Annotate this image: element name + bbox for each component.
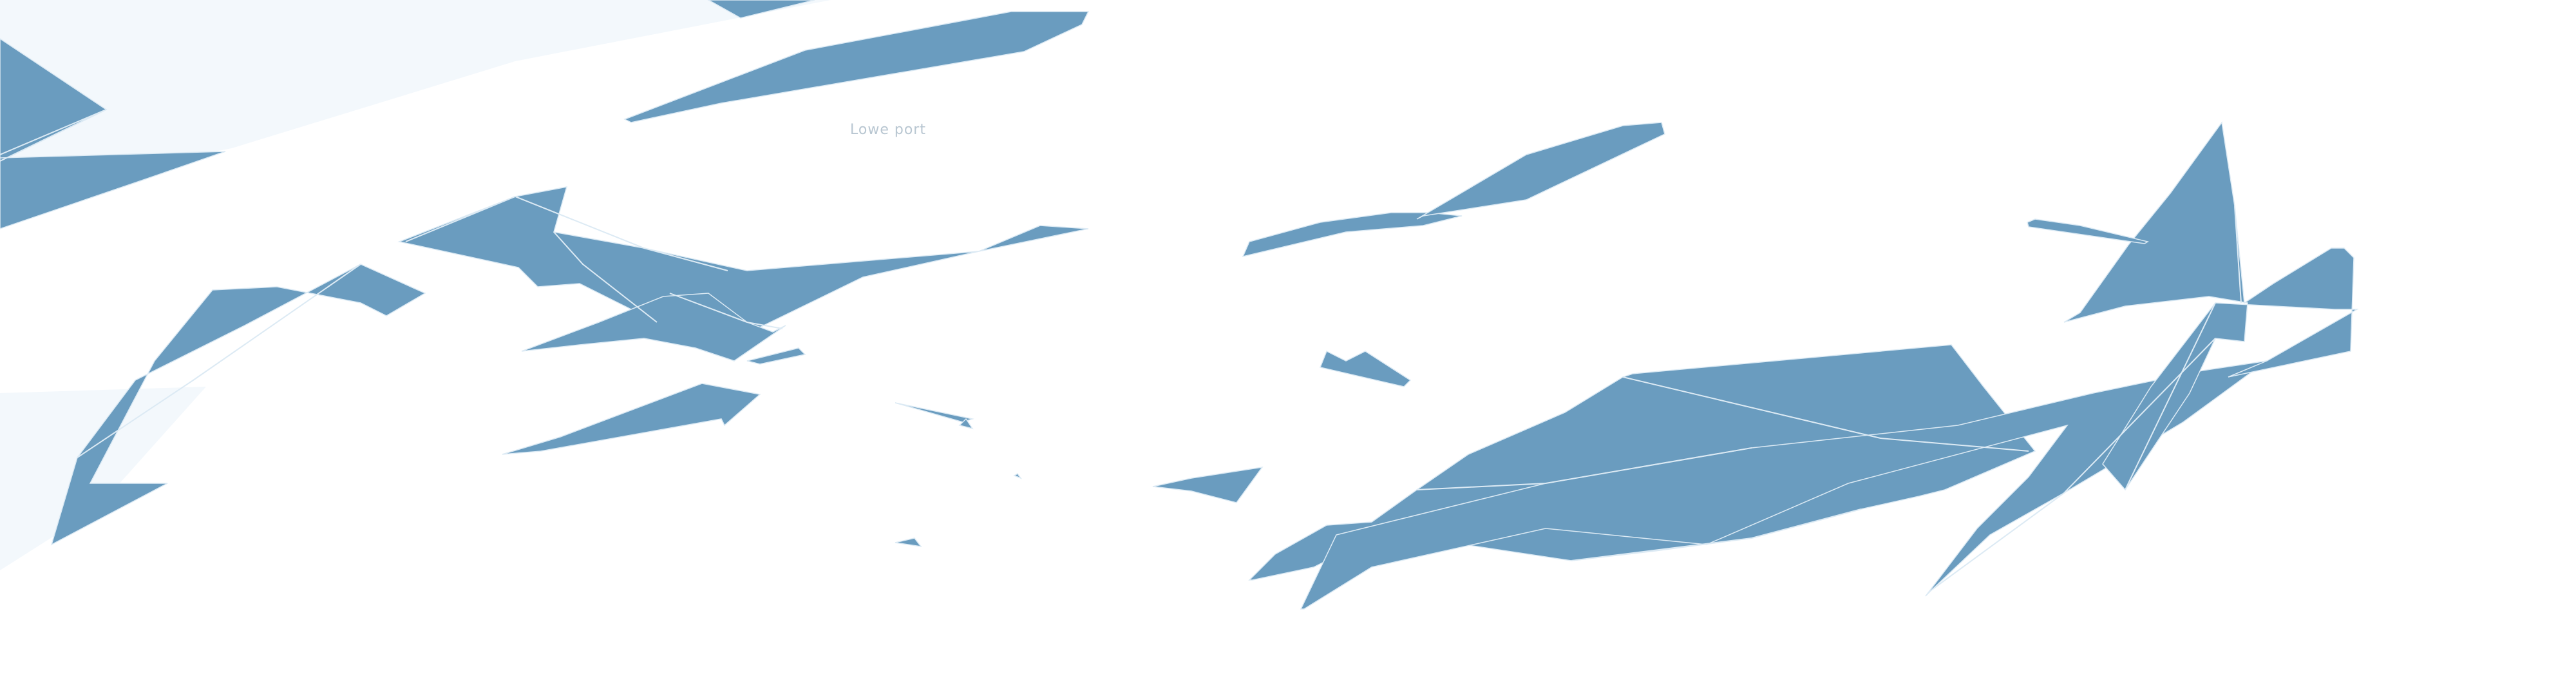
route-line (2234, 206, 2242, 304)
route-line (1571, 508, 1862, 561)
land-fragment[interactable] (502, 383, 761, 455)
land-fragment[interactable] (623, 11, 1090, 123)
land-fragment[interactable] (895, 402, 974, 423)
route-line (2125, 302, 2216, 490)
land-fragment[interactable] (958, 418, 974, 430)
water-area-left-lower (0, 387, 206, 570)
land-fragment[interactable] (895, 537, 922, 548)
map-label: Lowe port (850, 122, 926, 138)
land-fragment[interactable] (1416, 122, 1665, 220)
land-fragment[interactable] (1152, 466, 1264, 503)
land-fragment[interactable] (397, 186, 1089, 342)
land-fragment[interactable] (1319, 350, 1412, 387)
route-line (553, 231, 658, 323)
water-area-top-left (0, 0, 831, 193)
route-line (405, 195, 728, 271)
route-line (1622, 376, 2029, 452)
route-line (1416, 447, 1752, 490)
land-fragment[interactable] (1242, 212, 1463, 258)
land-fragment[interactable] (2063, 121, 2359, 491)
route-line (77, 264, 361, 458)
water-layer (0, 0, 831, 570)
land-fragment[interactable] (1013, 473, 1023, 479)
land-fragment[interactable] (0, 151, 226, 229)
land-fragment[interactable] (2027, 218, 2149, 244)
land-fragment[interactable] (1300, 360, 2268, 610)
route-line (669, 293, 783, 329)
land-fragment[interactable] (707, 0, 815, 19)
route-line (0, 109, 107, 162)
land-fragment[interactable] (50, 264, 426, 546)
route-lines (0, 109, 2242, 590)
land-fragment[interactable] (746, 347, 806, 365)
route-line (1931, 338, 2216, 590)
land-layer[interactable] (0, 0, 2359, 610)
